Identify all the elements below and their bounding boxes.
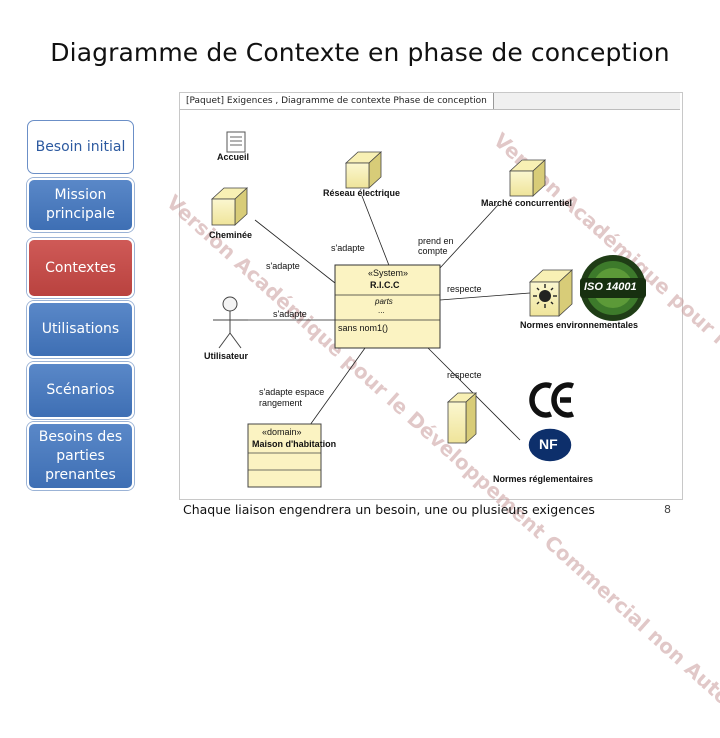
system-dots: ...: [378, 306, 385, 315]
iso-logo-text: ISO 14001: [584, 281, 637, 293]
link-label-rangement: rangement: [259, 398, 303, 408]
link-maison: [309, 347, 366, 426]
link-label-sadapte-utilisateur: s'adapte: [273, 309, 307, 319]
caption: Chaque liaison engendrera un besoin, une…: [183, 502, 595, 517]
normes-regl-label: Normes réglementaires: [493, 474, 594, 484]
utilisateur-actor-icon: [213, 296, 248, 349]
link-label-respecte-regl: respecte: [447, 370, 482, 380]
connections: [237, 195, 531, 441]
cheminee-cube-icon: [210, 187, 249, 226]
diagram-canvas: [210, 131, 646, 488]
nav-besoins-parties-prenantes[interactable]: Besoins des parties prenantes: [27, 422, 134, 490]
normes-env-label: Normes environnementales: [520, 320, 639, 330]
nav-scenarios[interactable]: Scénarios: [27, 362, 134, 419]
marche-label: Marché concurrentiel: [481, 198, 573, 208]
maison-block: [247, 423, 322, 488]
link-label-compte: compte: [418, 246, 448, 256]
page-title: Diagramme de Contexte en phase de concep…: [50, 38, 670, 67]
nav-contextes[interactable]: Contextes: [27, 238, 134, 298]
system-name: R.I.C.C: [370, 280, 400, 290]
ce-logo: [529, 382, 575, 418]
reseau-cube-icon: [344, 151, 383, 189]
nf-logo: [527, 427, 573, 463]
reseau-label: Réseau électrique: [323, 188, 401, 198]
nav-mission-principale[interactable]: Mission principale: [27, 178, 134, 232]
link-normes-regl: [424, 344, 521, 441]
link-cheminee: [254, 219, 336, 284]
accueil-label: Accueil: [217, 152, 250, 162]
system-block: [334, 264, 441, 349]
link-label-sadapte-reseau: s'adapte: [331, 243, 365, 253]
link-marche: [439, 204, 499, 269]
link-label-sadapte-cheminee: s'adapte: [266, 261, 300, 271]
maison-stereotype: «domain»: [262, 427, 302, 437]
link-label-prend-en: prend en: [418, 236, 454, 246]
system-parts: parts: [375, 297, 393, 306]
nav-besoin-initial[interactable]: Besoin initial: [27, 120, 134, 174]
normes-regl-cube-icon: [446, 392, 478, 444]
link-label-adapte-espace: s'adapte espace: [259, 387, 325, 397]
marche-cube-icon: [508, 159, 547, 197]
utilisateur-label: Utilisateur: [204, 351, 249, 361]
link-reseau: [361, 195, 391, 269]
link-normes-env: [439, 292, 531, 301]
system-stereotype: «System»: [368, 268, 409, 278]
nf-logo-text: NF: [539, 436, 558, 452]
iso-14001-logo: [580, 255, 646, 321]
page-number: 8: [664, 503, 671, 516]
accueil-document-icon: [226, 131, 246, 153]
normes-env-cube-icon: [528, 269, 574, 317]
sun-icon: [533, 284, 557, 308]
nav-utilisations[interactable]: Utilisations: [27, 301, 134, 358]
cheminee-label: Cheminée: [209, 230, 253, 240]
link-label-respecte-env: respecte: [447, 284, 482, 294]
diagram-tab-bar: [Paquet] Exigences , Diagramme de contex…: [180, 93, 680, 110]
diagram-tab[interactable]: [Paquet] Exigences , Diagramme de contex…: [180, 93, 494, 109]
maison-label: Maison d'habitation: [252, 439, 337, 449]
system-operation: sans nom1(): [338, 323, 389, 333]
